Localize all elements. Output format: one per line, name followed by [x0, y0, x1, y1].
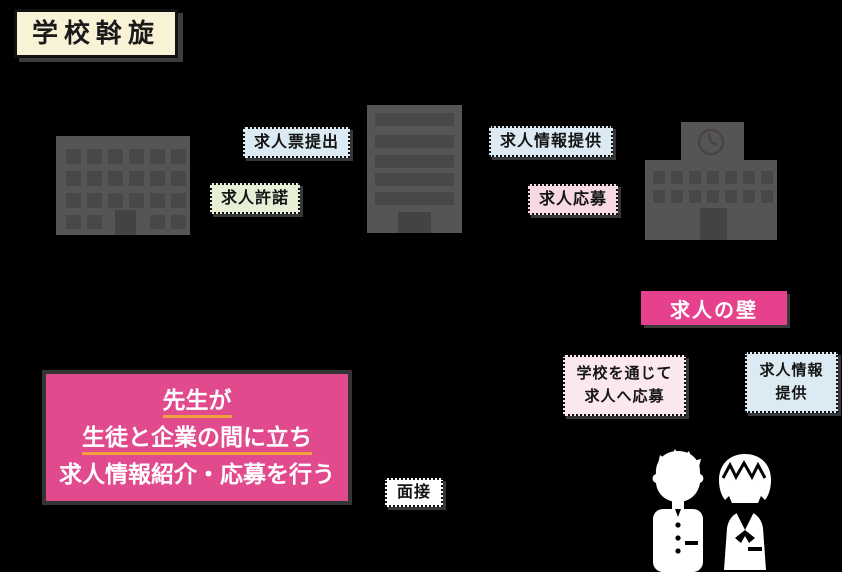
building-window [87, 193, 102, 208]
building-window [761, 190, 773, 203]
label-apply-via-school-line1: 学校を通じて [576, 365, 673, 382]
building-window [66, 149, 81, 164]
building-window [150, 215, 165, 229]
building-window [707, 190, 719, 203]
building-window [66, 193, 81, 208]
building-window [653, 190, 665, 203]
building-window [108, 193, 123, 208]
building-window-band [375, 155, 454, 168]
building-window [725, 190, 737, 203]
building-window [129, 171, 144, 186]
building-window [150, 149, 165, 164]
label-interview: 面接 [385, 478, 444, 508]
label-apply-via-school: 学校を通じて 求人へ応募 [563, 355, 686, 416]
building-window [761, 171, 773, 184]
building-window [689, 171, 701, 184]
building-window [689, 190, 701, 203]
student-boy-icon [652, 449, 704, 572]
building-window [671, 190, 683, 203]
label-job-info-provide: 求人情報提供 [489, 126, 614, 158]
building-door [700, 208, 727, 240]
building-window [743, 171, 755, 184]
building-window [129, 149, 144, 164]
building-window [671, 171, 683, 184]
teacher-panel-line2: 生徒と企業の間に立ち [82, 423, 312, 456]
building-window [171, 171, 186, 186]
label-job-apply: 求人応募 [528, 184, 619, 216]
school-building-icon [681, 122, 744, 162]
clock-icon [697, 128, 725, 156]
building-window-band [375, 135, 454, 148]
building-window [87, 215, 102, 229]
building-window-band [375, 113, 454, 126]
diagram-title-text: 学校斡旋 [32, 18, 161, 48]
building-window [108, 171, 123, 186]
building-window [87, 171, 102, 186]
building-window [150, 193, 165, 208]
teacher-panel-line1: 先生が [162, 386, 232, 419]
label-job-approval: 求人許諾 [210, 183, 301, 215]
building-window [66, 215, 81, 229]
label-job-form-submit: 求人票提出 [243, 127, 351, 159]
building-window [707, 171, 719, 184]
building-window-band [375, 192, 454, 205]
building-window [108, 149, 123, 164]
company-building-icon [56, 136, 190, 235]
building-window [171, 193, 186, 208]
teacher-panel-line2-text: 生徒と企業の間に立ち [82, 424, 312, 456]
teacher-role-panel: 先生が 生徒と企業の間に立ち 求人情報紹介・応募を行う [42, 370, 352, 505]
label-apply-via-school-line2: 求人へ応募 [584, 388, 665, 406]
wall-banner-text: 求人の壁 [670, 299, 758, 322]
building-window [66, 171, 81, 186]
building-window [725, 171, 737, 184]
label-job-info-line1: 求人情報 [759, 362, 824, 379]
building-door [398, 212, 431, 233]
building-door [115, 210, 136, 235]
building-window-band [375, 173, 454, 186]
building-window [129, 193, 144, 208]
office-building-icon [367, 105, 462, 233]
building-window [743, 190, 755, 203]
wall-banner: 求人の壁 [641, 291, 787, 325]
building-window [171, 215, 186, 229]
building-window [87, 149, 102, 164]
building-window [171, 149, 186, 164]
diagram-title: 学校斡旋 [14, 9, 179, 58]
school-building-icon [645, 160, 777, 240]
student-girl-icon [719, 454, 771, 570]
building-window [150, 171, 165, 186]
teacher-panel-line3: 求人情報紹介・応募を行う [59, 460, 335, 487]
label-job-info-line2: 提供 [775, 385, 808, 403]
building-window [653, 171, 665, 184]
label-job-info-provide-bottom: 求人情報 提供 [745, 352, 838, 413]
teacher-panel-line1-text: 先生が [162, 387, 232, 419]
